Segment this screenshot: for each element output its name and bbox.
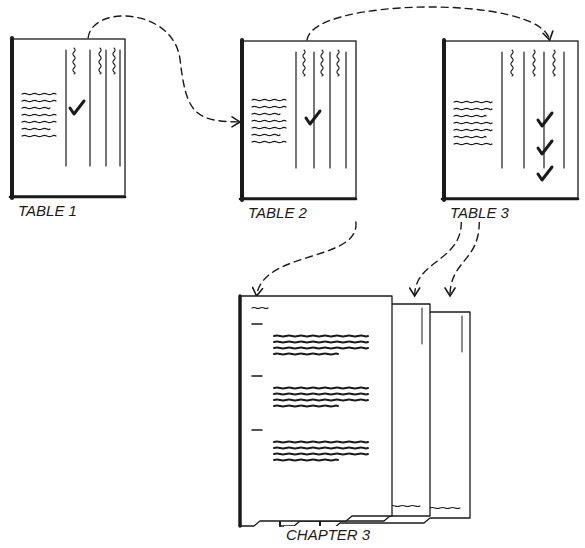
table-illustration	[442, 40, 580, 222]
page-label: TABLE 1	[16, 202, 79, 220]
table-illustration	[10, 38, 136, 220]
page-label: TABLE 3	[448, 204, 511, 222]
table-page: TABLE 1	[10, 38, 136, 220]
page-label: TABLE 2	[246, 204, 309, 222]
dashed-arrow	[415, 222, 462, 296]
chapter-illustration	[240, 296, 476, 544]
dashed-arrow	[450, 222, 479, 296]
table-page: TABLE 2	[240, 40, 362, 222]
table-illustration	[240, 40, 362, 222]
chapter-pages: CHAPTER 3	[240, 296, 476, 544]
table-page: TABLE 3	[442, 40, 580, 222]
dashed-arrow	[257, 222, 356, 296]
page-label: CHAPTER 3	[284, 526, 372, 544]
dashed-arrow	[307, 7, 550, 40]
